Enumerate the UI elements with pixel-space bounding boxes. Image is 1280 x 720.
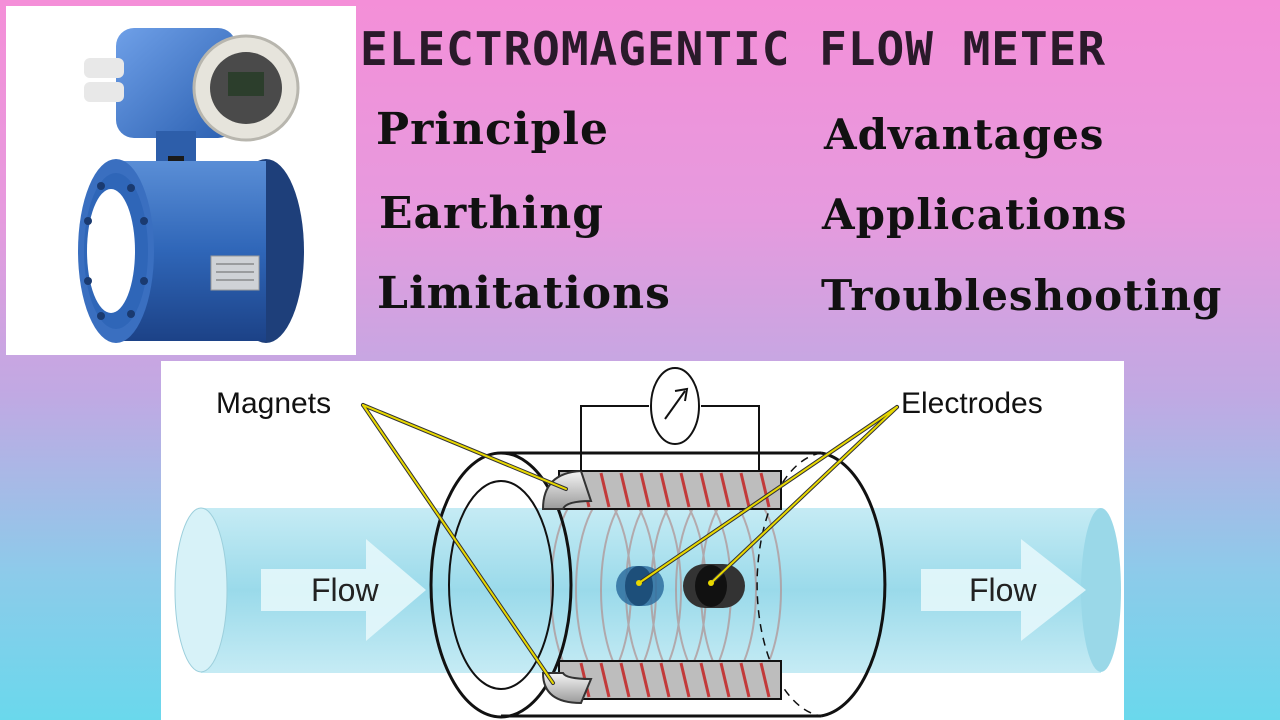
flow-meter-diagram: Magnets Electrodes Flow Flow <box>161 361 1124 720</box>
topic-earthing: Earthing <box>379 188 605 239</box>
electrodes-label: Electrodes <box>901 387 1043 420</box>
electrode-back <box>683 564 745 608</box>
topic-troubleshooting: Troubleshooting <box>821 271 1223 320</box>
voltmeter-circuit <box>580 367 760 471</box>
flow-arrow-out <box>921 539 1086 641</box>
coil-top <box>558 470 782 510</box>
magnet-bottom <box>541 672 593 705</box>
topic-principle: Principle <box>376 104 609 155</box>
topic-limitations: Limitations <box>377 268 671 319</box>
meter-tube <box>429 451 887 719</box>
flow-in-label: Flow <box>311 572 379 608</box>
magnets-label: Magnets <box>216 387 331 420</box>
coil-bottom <box>558 660 782 700</box>
flow-out-label: Flow <box>969 572 1037 608</box>
topic-applications: Applications <box>822 190 1128 239</box>
flow-meter-illustration <box>78 28 304 343</box>
flow-meter-photo <box>6 6 356 355</box>
page-title: ELECTROMAGENTIC FLOW METER <box>360 22 1107 76</box>
topic-advantages: Advantages <box>824 110 1105 159</box>
label-pointers <box>361 403 899 685</box>
diagram-svg: Magnets Electrodes Flow Flow <box>174 367 1121 719</box>
flow-arrow-in <box>261 539 426 641</box>
